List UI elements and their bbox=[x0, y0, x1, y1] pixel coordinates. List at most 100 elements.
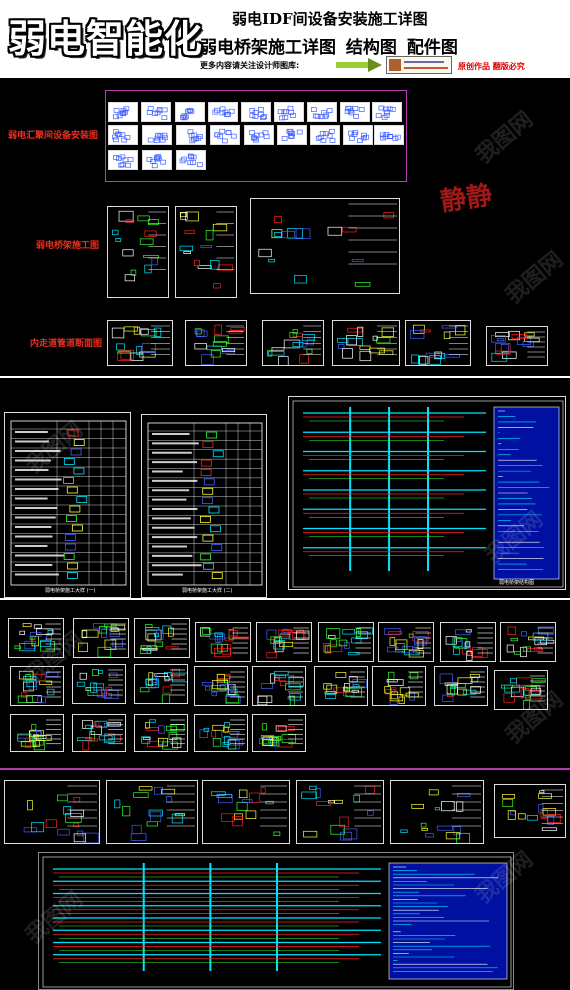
cad-detail-drawing bbox=[506, 626, 555, 658]
idf-room-label: 弱电汇聚间设备安装图 bbox=[8, 131, 99, 141]
brand-logo: 弱电智能化 bbox=[8, 16, 204, 61]
corridor-section-thumb[interactable] bbox=[494, 784, 566, 838]
idf-detail-thumb[interactable] bbox=[108, 125, 138, 145]
overview-section: 弱电汇聚间设备安装图 弱电桥架施工图 内走道管道断面图 静静 bbox=[0, 78, 570, 378]
cad-detail-drawing bbox=[147, 132, 168, 144]
idf-detail-thumb[interactable] bbox=[307, 102, 337, 122]
detail-thumb[interactable] bbox=[378, 622, 434, 662]
designer-card[interactable] bbox=[386, 56, 452, 74]
cad-detail-drawing bbox=[323, 671, 367, 699]
cad-detail-drawing bbox=[76, 719, 123, 751]
cad-detail-drawing bbox=[146, 154, 167, 169]
idf-detail-thumb[interactable] bbox=[374, 125, 404, 145]
cad-detail-drawing bbox=[375, 105, 396, 120]
cad-detail-drawing bbox=[267, 325, 321, 365]
tray-table-thumb[interactable] bbox=[175, 206, 237, 298]
detail-thumb[interactable] bbox=[494, 670, 548, 710]
cad-detail-drawing bbox=[277, 105, 296, 121]
signature-mark: 静静 bbox=[438, 180, 495, 218]
corridor-section-thumb[interactable] bbox=[486, 326, 548, 366]
idf-detail-thumb[interactable] bbox=[340, 102, 370, 122]
idf-detail-thumb[interactable] bbox=[274, 102, 304, 122]
detail-thumb[interactable] bbox=[440, 622, 496, 662]
idf-detail-thumb[interactable] bbox=[108, 102, 138, 122]
header-banner: 弱电智能化 弱电IDF间设备安装施工详图 弱电桥架施工详图 结构图 配件图 更多… bbox=[0, 0, 570, 78]
tray-riser-diagram[interactable]: 弱电桥架结构图 bbox=[288, 396, 566, 590]
tray-table-1[interactable]: 弱电桥架施工大样 (一) bbox=[4, 412, 131, 598]
idf-detail-thumb[interactable] bbox=[142, 125, 172, 145]
table1-caption: 弱电桥架施工大样 (一) bbox=[45, 588, 96, 594]
detail-thumb[interactable] bbox=[252, 666, 306, 706]
idf-detail-thumb[interactable] bbox=[343, 125, 373, 145]
corridor-section-thumb[interactable] bbox=[185, 320, 247, 366]
detail-thumb[interactable] bbox=[318, 622, 374, 662]
cad-detail-drawing bbox=[199, 719, 245, 750]
cad-detail-drawing bbox=[146, 106, 168, 121]
cad-riser-drawing bbox=[42, 856, 512, 988]
cad-detail-drawing bbox=[112, 210, 166, 282]
corridor-section-thumb[interactable] bbox=[296, 780, 384, 844]
detail-thumb[interactable] bbox=[73, 618, 129, 658]
corridor-section-thumb[interactable] bbox=[4, 780, 100, 844]
idf-detail-thumb[interactable] bbox=[210, 125, 240, 145]
detail-thumb[interactable] bbox=[372, 666, 426, 706]
tray-table-thumb[interactable] bbox=[107, 206, 169, 298]
cad-detail-drawing bbox=[14, 623, 61, 652]
cad-detail-drawing bbox=[201, 671, 245, 704]
idf-detail-thumb[interactable] bbox=[241, 102, 271, 122]
detail-thumb[interactable] bbox=[252, 714, 306, 752]
corridor-label: 内走道管道断面图 bbox=[30, 339, 103, 349]
idf-detail-thumb[interactable] bbox=[310, 125, 340, 145]
idf-detail-thumb[interactable] bbox=[142, 150, 172, 170]
detail-thumb[interactable] bbox=[134, 714, 188, 752]
cad-detail-drawing bbox=[439, 671, 485, 702]
detail-thumb[interactable] bbox=[194, 714, 248, 752]
detail-thumb[interactable] bbox=[434, 666, 488, 706]
detail-thumb[interactable] bbox=[10, 666, 64, 706]
cad-detail-drawing bbox=[379, 132, 401, 141]
cad-detail-drawing bbox=[384, 627, 431, 658]
corridor-section-thumb[interactable] bbox=[107, 320, 173, 366]
idf-detail-thumb[interactable] bbox=[176, 125, 206, 145]
cad-detail-drawing bbox=[17, 670, 61, 704]
cad-detail-drawing bbox=[281, 128, 303, 141]
idf-detail-thumb[interactable] bbox=[176, 150, 206, 170]
idf-detail-thumb[interactable] bbox=[175, 102, 205, 122]
detail-thumb[interactable] bbox=[72, 664, 126, 704]
detail-thumb[interactable] bbox=[72, 714, 126, 752]
cad-detail-drawing bbox=[502, 789, 563, 831]
cad-detail-drawing bbox=[266, 627, 310, 659]
corridor-section-thumb[interactable] bbox=[106, 780, 198, 844]
idf-detail-thumb[interactable] bbox=[372, 102, 402, 122]
tray-riser-large[interactable] bbox=[38, 852, 514, 990]
detail-thumb[interactable] bbox=[134, 618, 190, 658]
corridor-section-thumb[interactable] bbox=[405, 320, 471, 366]
detail-thumb[interactable] bbox=[195, 622, 251, 662]
detail-thumb[interactable] bbox=[314, 666, 368, 706]
idf-detail-thumb[interactable] bbox=[208, 102, 238, 122]
cad-detail-drawing bbox=[194, 324, 246, 365]
idf-detail-thumb[interactable] bbox=[277, 125, 307, 145]
corridor-section-thumb[interactable] bbox=[332, 320, 400, 366]
cad-detail-drawing bbox=[17, 719, 61, 751]
corridor-section-thumb[interactable] bbox=[262, 320, 324, 366]
corridor-section-thumb[interactable] bbox=[390, 780, 484, 844]
detail-thumb[interactable] bbox=[10, 714, 64, 752]
cad-detail-drawing bbox=[180, 107, 195, 121]
cad-table-drawing bbox=[10, 420, 127, 586]
detail-thumb[interactable] bbox=[194, 666, 248, 706]
riser-section bbox=[0, 850, 570, 990]
tray-riser-thumb[interactable] bbox=[250, 198, 400, 294]
detail-thumb[interactable] bbox=[134, 664, 188, 704]
sections-section bbox=[0, 770, 570, 850]
detail-thumb[interactable] bbox=[8, 618, 64, 658]
cad-detail-drawing bbox=[214, 128, 237, 144]
tray-table-2[interactable]: 弱电桥架施工大样 (二) bbox=[141, 414, 267, 598]
detail-thumb[interactable] bbox=[256, 622, 312, 662]
idf-detail-thumb[interactable] bbox=[141, 102, 171, 122]
idf-detail-thumb[interactable] bbox=[108, 150, 138, 170]
cad-detail-drawing bbox=[179, 153, 203, 168]
corridor-section-thumb[interactable] bbox=[202, 780, 290, 844]
idf-detail-thumb[interactable] bbox=[244, 125, 274, 145]
detail-thumb[interactable] bbox=[500, 622, 556, 662]
